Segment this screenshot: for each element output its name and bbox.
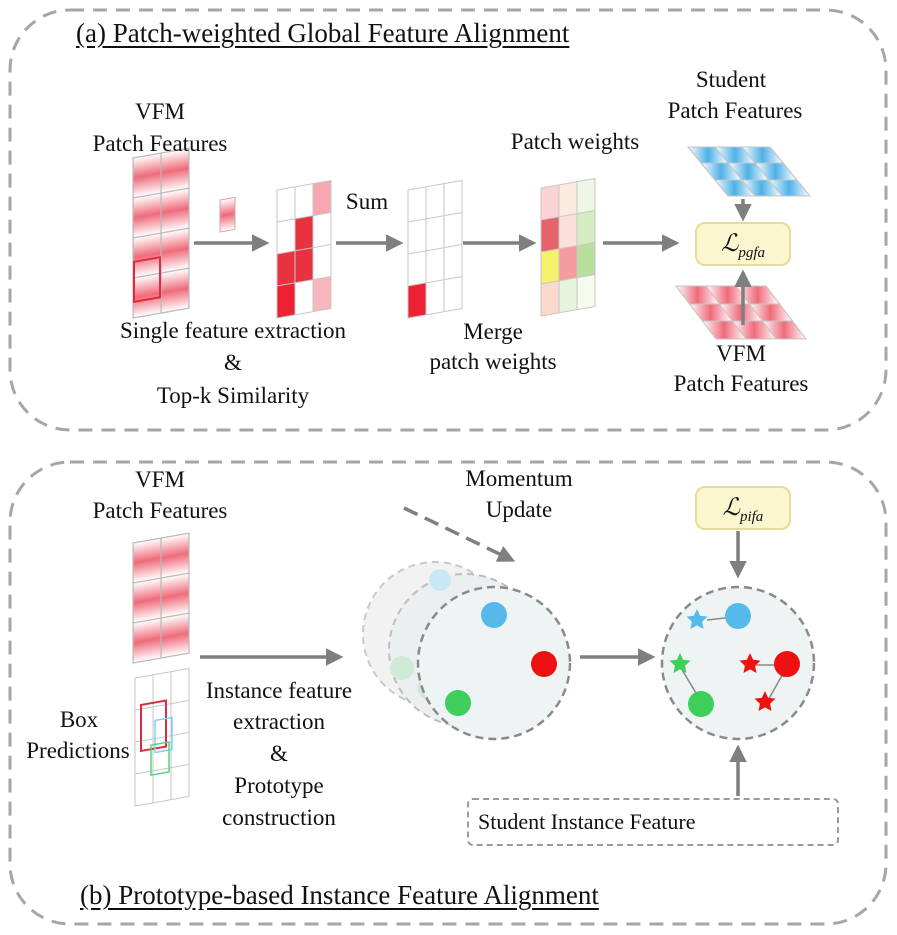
momentum-arrow [403, 506, 516, 562]
vfm-patch-features-grid-a [132, 147, 190, 319]
vfm-patch-features-flat [674, 285, 808, 340]
student-label-line2: Patch Features [667, 98, 803, 123]
box-label-line1: Box [59, 707, 99, 732]
sum-label: Sum [345, 189, 389, 214]
instance-label-line5: construction [222, 805, 336, 830]
student-instance-feature-label: Student Instance Feature [478, 809, 696, 834]
prototype-green-dot [445, 690, 471, 716]
loss-pifa-subscript: pifa [739, 508, 764, 525]
vfm-label-b-line1: VFM [135, 467, 185, 492]
green-star-icon [669, 653, 691, 673]
vfm-label-top-line1: VFM [135, 99, 185, 124]
momentum-label-line1: Momentum [465, 466, 573, 491]
single-feature-label-line3: Top-k Similarity [156, 383, 310, 408]
instance-label-line2: extraction [233, 709, 325, 734]
box-label-line2: Predictions [26, 738, 130, 763]
patch-weights-label: Patch weights [510, 129, 640, 154]
panel-a-border [8, 8, 888, 432]
panel-a-title: (a) Patch-weighted Global Feature Alignm… [72, 18, 574, 49]
instance-label-line1: Instance feature [205, 678, 353, 703]
vfm-label-top-line2: Patch Features [92, 131, 228, 156]
prototype-stack [362, 561, 572, 741]
loss-pgfa: ℒpgfa [695, 222, 791, 266]
student-patch-features [686, 146, 812, 197]
loss-pgfa-subscript: pgfa [738, 244, 765, 261]
student-label-line1: Student [695, 67, 767, 92]
instance-label-line3: & [270, 741, 288, 766]
red-star-icon-2 [754, 691, 776, 711]
blue-star-icon [686, 609, 708, 629]
prototype-red-dot [531, 651, 557, 677]
red-star-icon [739, 653, 761, 673]
single-feature-label-line1: Single feature extraction [119, 318, 347, 343]
loss-pgfa-symbol: ℒ [721, 231, 739, 257]
single-feature-label-line2: & [224, 350, 242, 375]
final-blue-dot [725, 603, 751, 629]
student-instance-feature-box: Student Instance Feature [467, 798, 839, 846]
instance-label-line4: Prototype [234, 773, 324, 798]
box-predictions-grid [134, 667, 190, 807]
aligned-prototype-circle [660, 585, 816, 741]
panel-b-border [8, 460, 888, 926]
prototype-blue-dot [481, 602, 507, 628]
topk-similarity-grid [276, 179, 332, 319]
merge-label-line2: patch weights [429, 349, 557, 374]
single-feature-patch [219, 196, 236, 233]
final-green-dot [688, 691, 714, 717]
sum-grid [407, 179, 463, 319]
vfm-label-bottom-line2: Patch Features [673, 371, 809, 396]
vfm-label-b-line2: Patch Features [92, 498, 228, 523]
loss-pifa: ℒpifa [695, 486, 791, 530]
vfm-label-bottom-line1: VFM [716, 341, 766, 366]
merge-label-line1: Merge [463, 319, 523, 344]
momentum-label-line2: Update [485, 497, 553, 522]
patch-weights-grid [540, 177, 596, 317]
loss-pifa-symbol: ℒ [722, 495, 740, 521]
vfm-patch-features-grid-b [132, 532, 190, 664]
panel-b-title: (b) Prototype-based Instance Feature Ali… [76, 880, 603, 911]
final-red-dot [774, 651, 800, 677]
